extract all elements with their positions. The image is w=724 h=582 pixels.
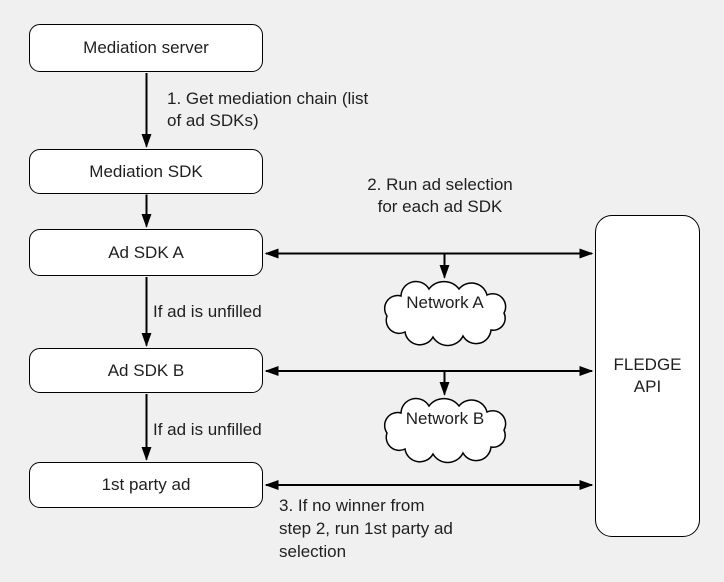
node-mediation-sdk: Mediation SDK xyxy=(29,149,263,194)
annotation-unfilled-b: If ad is unfilled xyxy=(153,420,262,440)
network-a-label: Network A xyxy=(371,292,519,314)
network-a-label-line2: A xyxy=(472,293,484,312)
annotation-step3-line1: 3. If no winner from xyxy=(279,496,425,515)
annotation-unfilled-b-label: If ad is unfilled xyxy=(153,420,262,439)
annotation-unfilled-a-label: If ad is unfilled xyxy=(153,302,262,321)
node-mediation-sdk-label: Mediation SDK xyxy=(89,161,203,181)
network-b-label: Network B xyxy=(371,408,519,430)
node-fledge-api: FLEDGE API xyxy=(595,215,700,537)
node-first-party-ad: 1st party ad xyxy=(29,462,263,508)
annotation-step1: 1. Get mediation chain (list of ad SDKs) xyxy=(167,88,368,132)
network-a-label-line1: Network xyxy=(406,293,469,312)
network-b-label-line1: Network xyxy=(405,409,469,428)
node-fledge-api-label-line2: API xyxy=(633,377,662,396)
node-mediation-server: Mediation server xyxy=(29,24,263,72)
annotation-step3-line3: selection xyxy=(279,542,347,561)
annotation-unfilled-a: If ad is unfilled xyxy=(153,302,262,322)
node-ad-sdk-a: Ad SDK A xyxy=(29,229,263,276)
network-b-label-line2: B xyxy=(472,409,485,428)
node-ad-sdk-a-label: Ad SDK A xyxy=(108,242,184,262)
annotation-step2-line1: 2. Run ad selection xyxy=(367,175,513,194)
annotation-step3-line2: step 2, run 1st party ad xyxy=(279,519,453,538)
node-mediation-server-label: Mediation server xyxy=(83,38,209,57)
node-first-party-ad-label: 1st party ad xyxy=(101,475,191,494)
node-fledge-api-label-line1: FLEDGE xyxy=(613,355,682,374)
node-ad-sdk-b-label: Ad SDK B xyxy=(107,360,185,380)
node-ad-sdk-b: Ad SDK B xyxy=(29,348,263,393)
annotation-step1-line1: 1. Get mediation chain (list xyxy=(167,89,369,108)
annotation-step2: 2. Run ad selection for each ad SDK xyxy=(367,174,513,218)
annotation-step1-line2: of ad SDKs) xyxy=(167,111,259,130)
annotation-step3: 3. If no winner from step 2, run 1st par… xyxy=(279,494,453,563)
annotation-step2-line2: for each ad SDK xyxy=(377,197,503,216)
